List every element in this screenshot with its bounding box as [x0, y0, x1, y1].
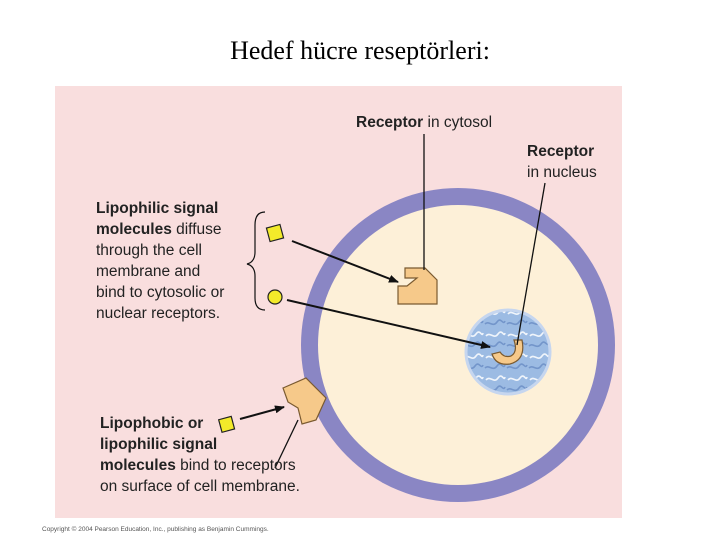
cytoplasm: [318, 205, 598, 485]
lipophilic-signal-square: [265, 223, 285, 243]
label-receptor-cytosol: Receptor in cytosol: [356, 112, 492, 133]
nuclear-receptor: [491, 339, 524, 365]
lipophobic-signal-square: [217, 415, 236, 434]
nucleus: [464, 308, 552, 396]
arrow-to-cytosolic-receptor: [291, 240, 399, 283]
arrow-to-nuclear-receptor: [286, 299, 491, 349]
label-receptor-nucleus: Receptor in nucleus: [527, 141, 597, 183]
lipophobic-line2: lipophilic signal: [100, 436, 218, 453]
lipophilic-signal-circle: [267, 289, 283, 305]
lipophilic-line4: membrane and: [96, 263, 201, 280]
label-receptor-nucleus-rest: in nucleus: [527, 164, 597, 181]
label-receptor-cytosol-rest: in cytosol: [423, 114, 493, 131]
label-receptor-nucleus-bold: Receptor: [527, 143, 595, 160]
membrane-receptor-pointer: [274, 419, 299, 469]
lipophilic-line2-rest: diffuse: [171, 221, 222, 238]
brace: [246, 211, 266, 311]
copyright-notice: Copyright © 2004 Pearson Education, Inc.…: [42, 526, 269, 533]
lipophilic-line5: bind to cytosolic or: [96, 284, 225, 301]
lipophobic-line4: on surface of cell membrane.: [100, 478, 300, 495]
lipophilic-line6: nuclear receptors.: [96, 305, 221, 322]
lipophobic-line3-rest: bind to receptors: [175, 457, 296, 474]
lipophobic-line3-bold: molecules: [100, 457, 176, 474]
label-lipophobic: Lipophobic or lipophilic signal molecule…: [100, 413, 300, 497]
cytosolic-receptor: [397, 267, 438, 305]
label-lipophilic: Lipophilic signal molecules diffuse thro…: [96, 198, 224, 324]
lipophilic-line1: Lipophilic signal: [96, 200, 219, 217]
lipophilic-line2-bold: molecules: [96, 221, 172, 238]
lipophilic-line3: through the cell: [96, 242, 202, 259]
membrane-receptor: [282, 377, 327, 425]
page-title: Hedef hücre reseptörleri:: [230, 36, 490, 65]
arrow-to-membrane-receptor: [239, 405, 285, 420]
lipophobic-line1: Lipophobic or: [100, 415, 204, 432]
label-receptor-cytosol-bold: Receptor: [356, 114, 424, 131]
nucleus-receptor-line: [516, 182, 546, 346]
